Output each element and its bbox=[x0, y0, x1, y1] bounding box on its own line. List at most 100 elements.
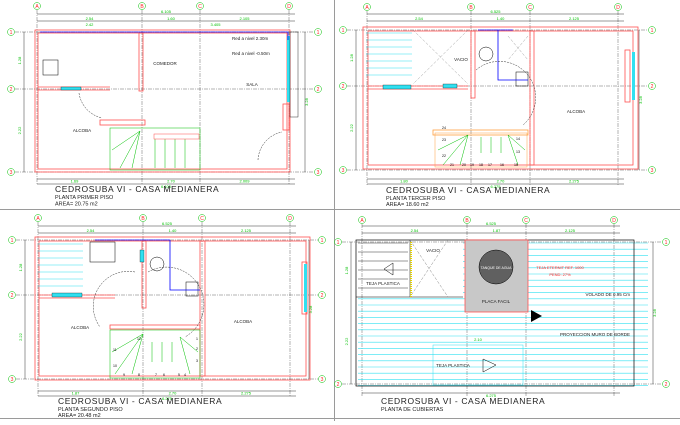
dimension-label: 1.28 bbox=[349, 53, 354, 62]
dimension-label: 2.70 bbox=[497, 179, 506, 184]
balcony-hatch bbox=[366, 32, 412, 76]
axis-label: 1 bbox=[665, 240, 668, 246]
axis-label: B bbox=[469, 5, 473, 11]
dimension-label: 1.87 bbox=[493, 228, 502, 233]
toilet bbox=[149, 256, 165, 272]
plan-title: CEDROSUBA VI - CASA MEDIANERA bbox=[386, 185, 550, 195]
tank-label: TANQUE DE AGUA bbox=[481, 266, 513, 270]
dimension-label: 2.125 bbox=[569, 16, 580, 21]
window bbox=[51, 292, 83, 298]
room-label: VACIO bbox=[426, 248, 440, 253]
room-label: ALCOBA bbox=[71, 325, 89, 330]
axis-label: 1 bbox=[337, 240, 340, 246]
axis-label: 1 bbox=[651, 28, 654, 34]
axis-label: 2 bbox=[665, 382, 668, 388]
axis-label: B bbox=[465, 218, 469, 224]
window bbox=[139, 249, 145, 263]
plan-subtitle: PLANTA PRIMER PISO bbox=[55, 195, 114, 201]
stairs bbox=[434, 132, 528, 168]
axis-bubble bbox=[339, 166, 347, 174]
axis-label: A bbox=[365, 5, 369, 11]
dimension-label: 3.28 bbox=[304, 97, 309, 106]
dimension-label: 2.105 bbox=[239, 16, 250, 21]
sink bbox=[515, 71, 529, 87]
stair-step-number: 11 bbox=[113, 348, 117, 352]
roof-material-note: TEJA ETERNIT REF. 1000 bbox=[536, 265, 584, 270]
dimension-label: 6.525 bbox=[490, 9, 501, 14]
plan-area: AREA= 20.48 m2 bbox=[58, 413, 101, 419]
door-swing bbox=[147, 266, 205, 338]
axis-bubble bbox=[285, 2, 293, 10]
dimension-label: 3.28 bbox=[652, 308, 657, 317]
axis-bubble bbox=[467, 3, 475, 11]
stair-step-number: 13 bbox=[516, 150, 520, 154]
stair-step-number: 16 bbox=[500, 163, 504, 167]
dimension-label: 2.125 bbox=[565, 228, 576, 233]
room-label: ALCOBA bbox=[234, 319, 252, 324]
stair-step-number: 18 bbox=[479, 163, 483, 167]
axis-label: C bbox=[524, 218, 528, 224]
axis-label: C bbox=[528, 5, 532, 11]
axis-label: 2 bbox=[11, 293, 14, 299]
axis-label: B bbox=[140, 4, 144, 10]
stair-step-number: 9 bbox=[123, 373, 125, 377]
axis-label: 2 bbox=[321, 293, 324, 299]
axis-bubble bbox=[8, 291, 16, 299]
dimension-label: 1.28 bbox=[18, 263, 23, 272]
dimension-label: 1.87 bbox=[72, 391, 81, 396]
dimension-label: 1.60 bbox=[167, 16, 176, 21]
plumbing-line bbox=[478, 29, 528, 81]
axis-bubble bbox=[662, 238, 670, 246]
dimension-label: 2.70 bbox=[167, 179, 176, 184]
dimension-label: 1.69 bbox=[71, 179, 80, 184]
axis-label: B bbox=[141, 216, 145, 222]
axis-bubble bbox=[314, 28, 322, 36]
dimension-label: 2.54 bbox=[411, 228, 420, 233]
axis-bubble bbox=[648, 26, 656, 34]
axis-label: 2 bbox=[10, 87, 13, 93]
plan-subtitle: PLANTA TERCER PISO bbox=[386, 196, 446, 202]
level-note: Red a nivel 2.30m bbox=[232, 36, 269, 41]
axis-label: C bbox=[200, 216, 204, 222]
stairs bbox=[109, 329, 201, 379]
axis-bubble bbox=[358, 216, 366, 224]
stair-step-number: 20 bbox=[462, 163, 466, 167]
axis-label: 1 bbox=[317, 30, 320, 36]
axis-label: 3 bbox=[321, 377, 324, 383]
dimension-label: 2.22 bbox=[17, 126, 22, 135]
stair-step-number: 2 bbox=[196, 347, 198, 351]
walls bbox=[34, 236, 311, 381]
sink bbox=[185, 281, 199, 297]
room-label: SALA bbox=[246, 82, 258, 87]
axis-bubble bbox=[8, 236, 16, 244]
axis-bubble bbox=[334, 238, 342, 246]
axis-label: 2 bbox=[651, 84, 654, 90]
overhang-note: VOLADO DE 0.95 Cm bbox=[585, 292, 630, 297]
stair-step-number: 6 bbox=[163, 373, 165, 377]
slope-arrow bbox=[482, 358, 497, 373]
axis-bubble bbox=[318, 236, 326, 244]
axis-label: 3 bbox=[10, 170, 13, 176]
axis-bubble bbox=[526, 3, 534, 11]
laundry-sink bbox=[89, 241, 116, 263]
stair-step-number: 14 bbox=[516, 137, 520, 141]
dimension-label: 1.40 bbox=[497, 16, 506, 21]
axis-label: D bbox=[287, 4, 291, 10]
axis-bubble bbox=[139, 214, 147, 222]
dimension-label: 6.525 bbox=[486, 221, 497, 226]
stair-step-number: 24 bbox=[442, 126, 446, 130]
axis-bubble bbox=[648, 82, 656, 90]
plan-title: CEDROSUBA VI - CASA MEDIANERA bbox=[58, 396, 222, 406]
dimension-label: 6.525 bbox=[162, 221, 173, 226]
stair-step-number: 1 bbox=[196, 337, 198, 341]
dimension-label: 2.22 bbox=[344, 337, 349, 346]
level-note: Red a nivel -0.50m bbox=[232, 51, 270, 56]
dimension-label: 2.009 bbox=[239, 179, 250, 184]
stair-step-number: 10 bbox=[113, 364, 117, 368]
axis-label: 2 bbox=[337, 382, 340, 388]
